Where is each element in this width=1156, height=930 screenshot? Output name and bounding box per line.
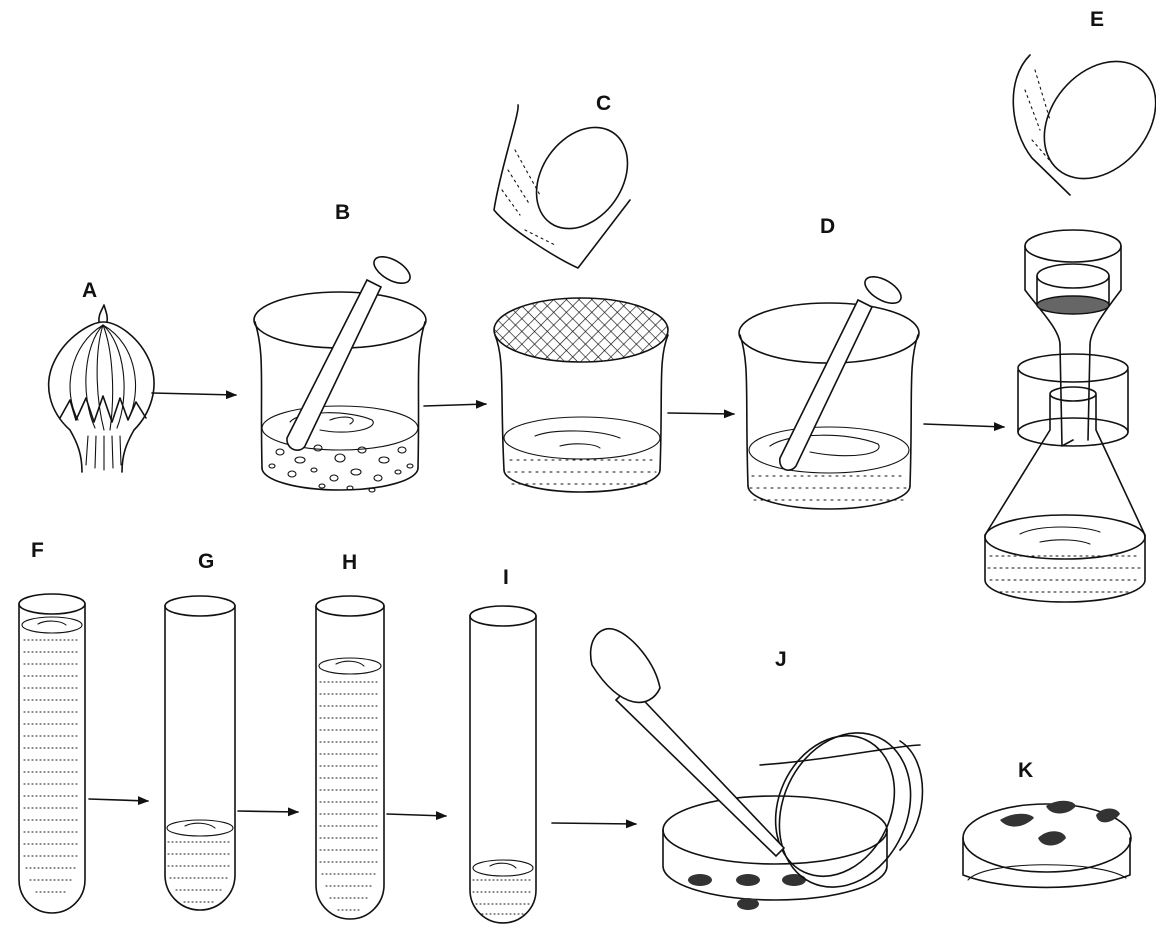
arrow-i-j <box>552 823 636 824</box>
arrow-g-h <box>238 811 298 812</box>
test-tube-i <box>470 606 536 923</box>
arrow-c-d <box>668 413 734 414</box>
mortar-with-pestle-coarse <box>254 251 426 492</box>
label-i: I <box>503 566 509 589</box>
pouring-beaker-e <box>1013 39 1156 200</box>
test-tube-h <box>316 596 384 919</box>
test-tube-f <box>19 594 85 913</box>
label-j: J <box>775 648 787 671</box>
label-e: E <box>1090 8 1104 31</box>
label-g: G <box>198 550 214 573</box>
label-c: C <box>596 92 611 115</box>
petri-dish-with-colonies <box>963 801 1131 888</box>
mortar-with-pestle-fine <box>739 271 919 509</box>
arrow-h-i <box>387 814 446 816</box>
arrow-d-e <box>924 424 1004 427</box>
arrow-a-b <box>152 393 236 395</box>
label-d: D <box>820 215 835 238</box>
test-tube-g <box>165 596 235 910</box>
arrow-f-g <box>89 799 148 801</box>
petri-dish-with-pipette <box>591 629 935 910</box>
label-b: B <box>335 201 350 224</box>
arrow-b-c <box>424 404 486 406</box>
label-f: F <box>31 539 44 562</box>
plant-sample-illustration <box>49 305 154 472</box>
pouring-beaker-c <box>494 105 646 268</box>
label-k: K <box>1018 759 1033 782</box>
label-a: A <box>82 279 97 302</box>
label-h: H <box>342 551 357 574</box>
vacuum-filter-apparatus <box>985 230 1145 602</box>
filter-mesh-beaker <box>494 298 668 492</box>
